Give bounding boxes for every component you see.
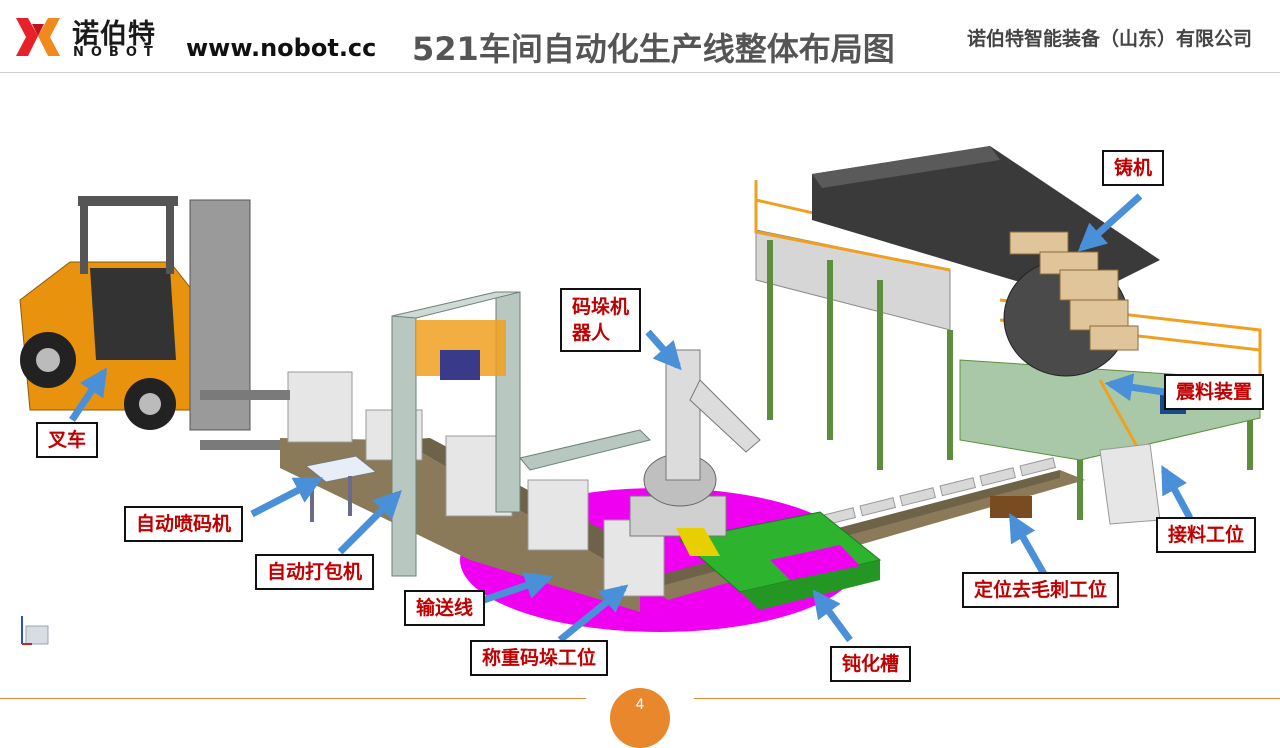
label-palletizing-robot-line1: 码垛机 bbox=[572, 296, 630, 318]
label-auto-coder: 自动喷码机 bbox=[124, 506, 244, 542]
slide-header: 诺伯特 NOBOT www.nobot.cc 521车间自动化生产线整体布局图 … bbox=[0, 0, 1280, 74]
packing-machine bbox=[391, 291, 521, 577]
footer-rule-left bbox=[0, 698, 586, 699]
palletizing-robot bbox=[629, 349, 761, 556]
page-number-badge: 4 bbox=[610, 688, 670, 748]
production-line-illustration bbox=[19, 146, 1262, 643]
website-link[interactable]: www.nobot.cc bbox=[186, 34, 377, 62]
label-deburring-station: 定位去毛刺工位 bbox=[962, 572, 1120, 608]
label-palletizing-robot: 码垛机 器人 bbox=[560, 288, 642, 352]
deburring-station bbox=[990, 496, 1032, 518]
label-receiving-station: 接料工位 bbox=[1156, 517, 1257, 553]
forklift bbox=[19, 196, 290, 450]
brand-name-cn: 诺伯特 bbox=[72, 19, 156, 50]
label-vibration-device: 震料装置 bbox=[1164, 374, 1265, 410]
label-forklift: 叉车 bbox=[36, 422, 99, 458]
robot-gantry-arm bbox=[519, 429, 651, 471]
header-divider bbox=[0, 72, 1280, 73]
label-conveyor: 输送线 bbox=[404, 590, 486, 626]
label-auto-packer: 自动打包机 bbox=[255, 554, 375, 590]
axis-triad-icon bbox=[21, 616, 49, 645]
callout-arrows bbox=[69, 193, 1194, 643]
page-title: 521车间自动化生产线整体布局图 bbox=[412, 30, 895, 68]
label-casting-machine: 铸机 bbox=[1102, 150, 1165, 186]
footer-rule-right bbox=[694, 698, 1280, 699]
label-palletizing-robot-line2: 器人 bbox=[572, 322, 611, 344]
passivation-tank bbox=[678, 511, 882, 610]
company-name: 诺伯特智能装备（山东）有限公司 bbox=[966, 28, 1252, 50]
brand-name-en: NOBOT bbox=[73, 45, 160, 60]
label-weigh-stack-station: 称重码垛工位 bbox=[470, 640, 609, 676]
nobot-logo-icon bbox=[16, 18, 60, 56]
label-passivation-tank: 钝化槽 bbox=[830, 646, 912, 682]
casting-machine bbox=[812, 146, 1186, 414]
